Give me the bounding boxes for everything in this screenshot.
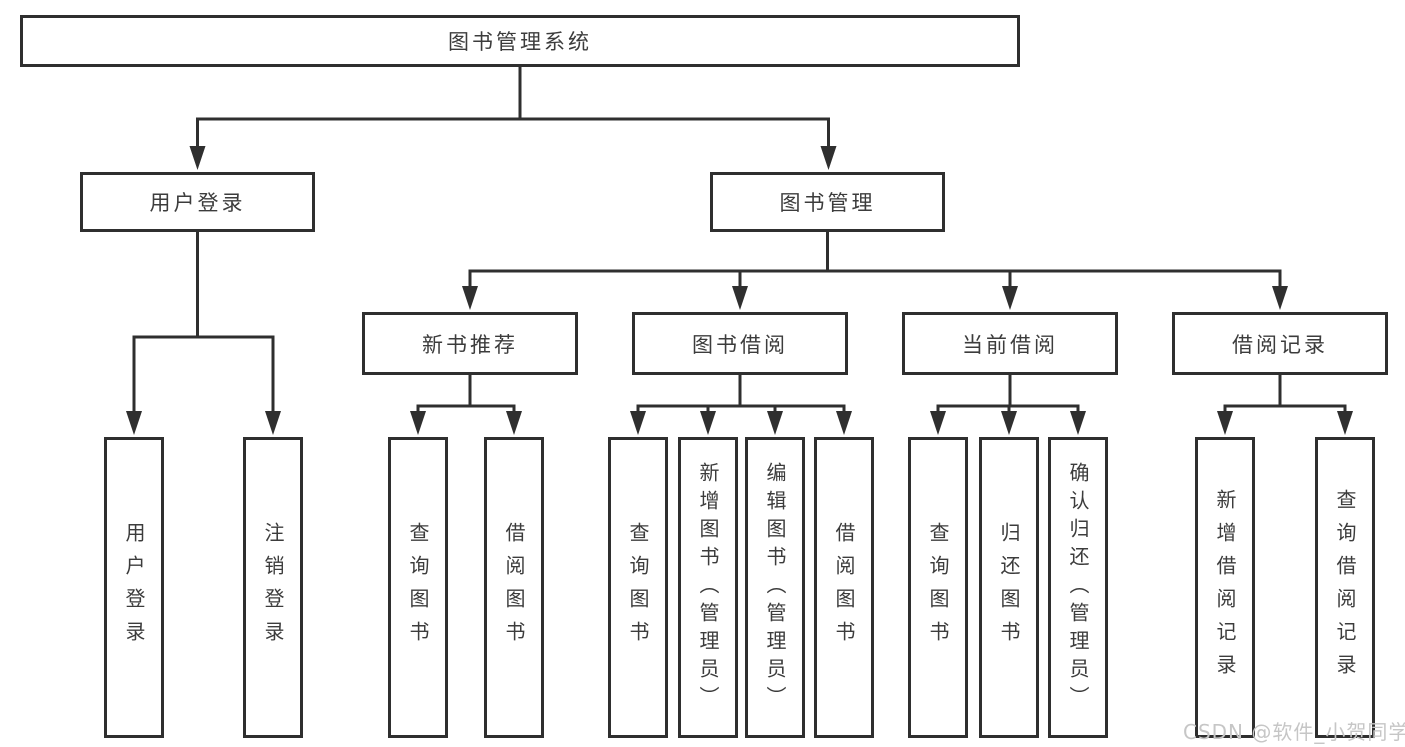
connector-book-borrowing	[630, 375, 852, 435]
node-leaf-query-borrow-record: 查询借阅记录	[1315, 437, 1375, 738]
node-leaf-query-books-current: 查询图书	[908, 437, 968, 738]
node-label: 借阅图书	[502, 521, 526, 654]
node-label: 新增借阅记录	[1213, 488, 1237, 687]
node-borrowing-records: 借阅记录	[1172, 312, 1388, 375]
node-label: 归还图书	[997, 521, 1021, 654]
node-leaf-borrow-books-borrowing: 借阅图书	[814, 437, 874, 738]
node-label: 用户登录	[122, 521, 146, 654]
node-label: 注销登录	[261, 521, 285, 654]
connector-current-borrowing	[930, 375, 1086, 435]
node-label: 用户登录	[149, 191, 246, 215]
node-label: 查询借阅记录	[1333, 488, 1357, 687]
node-label: 编辑图书（管理员）	[763, 461, 787, 714]
node-label: 新书推荐	[422, 332, 518, 357]
node-label: 新增图书（管理员）	[696, 461, 720, 714]
connector-borrowing-records	[1217, 375, 1353, 435]
node-book-borrowing: 图书借阅	[632, 312, 848, 375]
node-label: 图书借阅	[692, 332, 788, 357]
node-label: 查询图书	[926, 521, 950, 654]
node-user-login: 用户登录	[80, 172, 315, 232]
connector-new-book-recommend	[410, 375, 522, 435]
node-leaf-user-login: 用户登录	[104, 437, 164, 738]
node-leaf-logout: 注销登录	[243, 437, 303, 738]
node-leaf-edit-book-admin: 编辑图书（管理员）	[745, 437, 805, 738]
node-leaf-add-book-admin: 新增图书（管理员）	[678, 437, 738, 738]
node-current-borrowing: 当前借阅	[902, 312, 1118, 375]
connector-book-management	[462, 232, 1288, 310]
node-book-management: 图书管理	[710, 172, 945, 232]
connector-root	[189, 67, 837, 170]
node-label: 查询图书	[406, 521, 430, 654]
node-root-label: 图书管理系统	[448, 30, 592, 54]
node-label: 借阅图书	[832, 521, 856, 654]
node-leaf-add-borrow-record: 新增借阅记录	[1195, 437, 1255, 738]
node-leaf-confirm-return-admin: 确认归还（管理员）	[1048, 437, 1108, 738]
node-leaf-query-books-recommend: 查询图书	[388, 437, 448, 738]
node-leaf-return-books: 归还图书	[979, 437, 1039, 738]
node-label: 图书管理	[779, 191, 876, 215]
watermark: CSDN @软件_小贺同学	[1183, 720, 1405, 744]
node-leaf-query-books-borrowing: 查询图书	[608, 437, 668, 738]
node-new-book-recommend: 新书推荐	[362, 312, 578, 375]
node-label: 查询图书	[626, 521, 650, 654]
connector-user-login	[126, 232, 281, 435]
node-label: 当前借阅	[962, 332, 1058, 357]
node-label: 借阅记录	[1232, 332, 1328, 357]
node-label: 确认归还（管理员）	[1066, 461, 1090, 714]
node-root: 图书管理系统	[20, 15, 1020, 67]
node-leaf-borrow-books-recommend: 借阅图书	[484, 437, 544, 738]
